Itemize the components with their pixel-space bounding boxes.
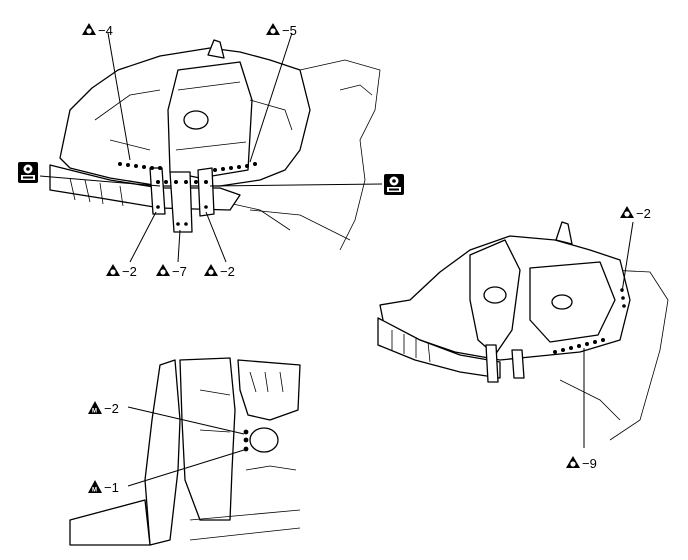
weld-row-center	[156, 180, 208, 226]
callout-tl-4: −4	[82, 23, 113, 38]
front-body-assembly-view	[39, 32, 383, 263]
callout-tl-5: −5	[266, 23, 297, 38]
callout-tl-2b: −2	[204, 264, 235, 279]
callout-tl-2a: −2	[106, 264, 137, 279]
svg-text:−7: −7	[172, 264, 187, 279]
svg-text:M: M	[92, 488, 97, 494]
svg-text:−2: −2	[220, 264, 235, 279]
svg-text:−5: −5	[282, 23, 297, 38]
pillar-detail-view	[69, 357, 301, 546]
callout-r-2: −2	[620, 206, 651, 221]
callout-r-9: −9	[566, 456, 597, 471]
svg-text:−2: −2	[636, 206, 651, 221]
svg-text:−2: −2	[122, 264, 137, 279]
callout-tl-7: −7	[156, 264, 187, 279]
svg-text:M: M	[92, 409, 97, 415]
svg-text:−1: −1	[104, 480, 119, 495]
svg-text:−2: −2	[104, 401, 119, 416]
rear-body-assembly-view	[377, 221, 669, 448]
callout-bl-m1: M −1	[88, 480, 119, 495]
spot-weld-box-icon	[18, 162, 38, 183]
weld-row-right	[213, 162, 257, 172]
callout-bl-m2: M −2	[88, 401, 119, 416]
svg-text:−9: −9	[582, 456, 597, 471]
svg-text:−4: −4	[98, 23, 113, 38]
spot-weld-box-icon	[384, 174, 404, 195]
weld-row-left	[118, 162, 162, 170]
weld-row-rear	[553, 288, 626, 354]
